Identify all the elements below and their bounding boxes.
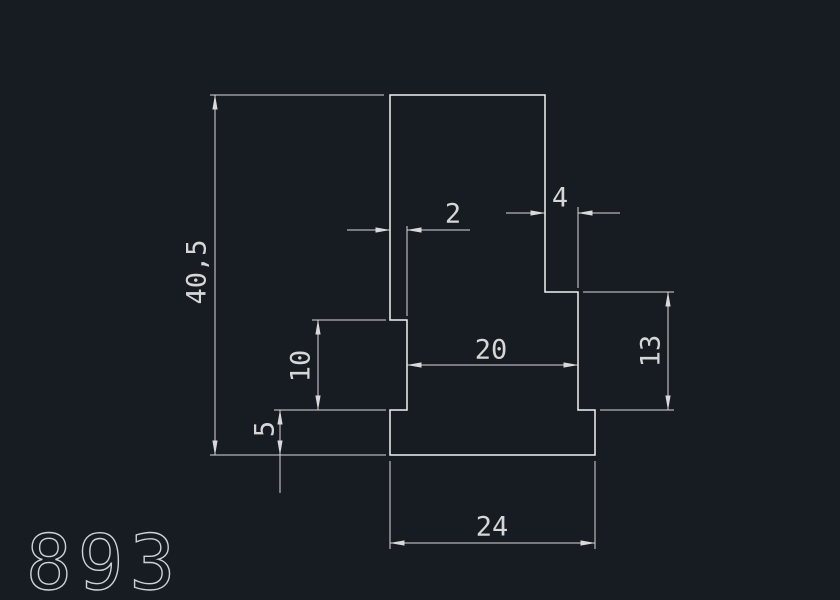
dimension-lines: [212, 94, 671, 546]
profile-outline: [389, 94, 596, 456]
dim-label-web-width: 20: [475, 335, 508, 366]
dim-label-base-width: 24: [476, 512, 509, 543]
dim-label-right-flange: 13: [636, 335, 667, 368]
dimension-labels: 40,5 2 4 10 20 13 5 24: [182, 183, 667, 543]
dim-label-base-height: 5: [250, 421, 281, 437]
dim-label-step-left: 2: [445, 199, 461, 230]
dim-label-left-flange: 10: [286, 350, 317, 383]
dim-label-step-right: 4: [552, 183, 568, 214]
drawing-number: 893: [26, 518, 181, 600]
dim-label-total-height: 40,5: [182, 239, 213, 304]
extension-lines: [210, 94, 674, 549]
